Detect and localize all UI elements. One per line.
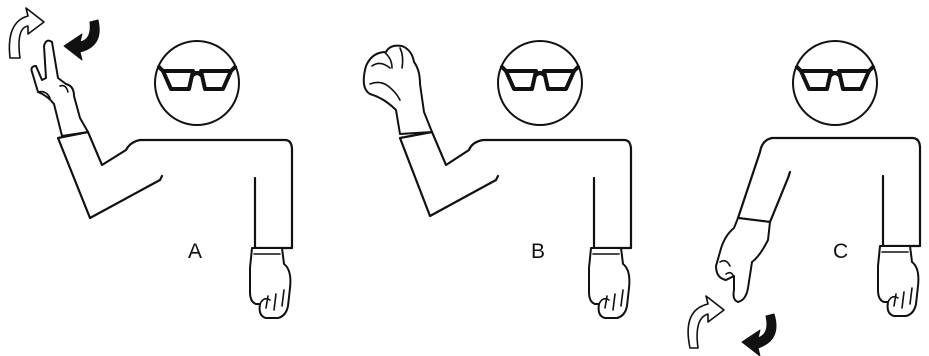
figure-c-label: C <box>833 240 848 263</box>
figure-a-rotate-arrow-outline <box>9 8 44 58</box>
figure-b-label: B <box>531 240 545 263</box>
figure-b-fist <box>364 46 432 134</box>
figure-c-lowered-arm <box>738 138 790 222</box>
figure-c-head <box>793 41 877 125</box>
figure-c-body <box>772 138 920 246</box>
figure-a-head <box>155 41 239 125</box>
figure-b-body <box>483 140 631 248</box>
figure-a-label: A <box>188 240 202 263</box>
figure-a: A <box>9 8 292 318</box>
figure-b-head <box>498 41 582 125</box>
figure-b-raised-arm <box>400 132 498 216</box>
figure-c-lowered-hand <box>878 246 918 316</box>
figure-a-rotate-arrow-solid <box>64 20 99 60</box>
figure-a-raised-arm <box>58 132 162 218</box>
figure-b: B <box>364 41 631 318</box>
figure-c-rotate-arrow-solid <box>742 314 776 356</box>
figure-c: C <box>688 41 920 356</box>
figure-c-rotate-arrow-outline <box>688 296 724 348</box>
figure-b-lowered-hand <box>589 248 629 318</box>
figure-a-body <box>140 140 292 248</box>
figure-a-lowered-hand <box>250 248 290 318</box>
